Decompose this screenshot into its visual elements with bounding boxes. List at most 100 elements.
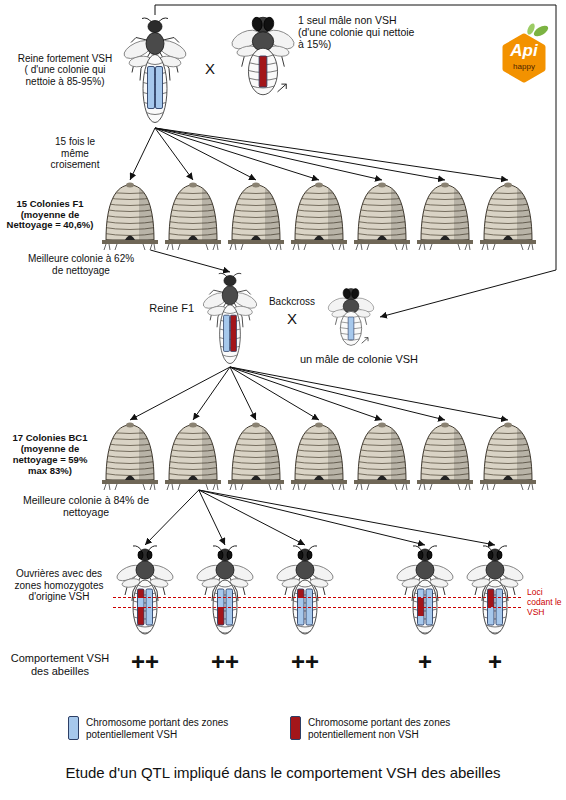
figure bbox=[275, 546, 336, 634]
figure bbox=[326, 288, 376, 345]
abdomen-stripe bbox=[488, 585, 502, 587]
queen-bee: Reine fortement VSH ( d'une colonie qui … bbox=[123, 15, 187, 128]
figure bbox=[479, 420, 537, 490]
hive-knob bbox=[504, 423, 512, 428]
bee-abdomen bbox=[213, 580, 237, 634]
hive-entrance bbox=[314, 236, 324, 241]
chromosome-segment bbox=[226, 589, 233, 625]
hive-shade bbox=[139, 180, 159, 240]
beehive: Meilleure colonie à 84% de nettoyage bbox=[164, 420, 222, 490]
hive-rings bbox=[479, 180, 537, 242]
figure bbox=[121, 18, 188, 123]
free-label: 15 fois le même croisement bbox=[40, 136, 110, 171]
behaviour-score: ++ bbox=[117, 648, 173, 676]
abdomen-stripe bbox=[223, 312, 236, 314]
bee-abdomen bbox=[413, 580, 437, 634]
grass bbox=[104, 244, 155, 250]
hive-ring bbox=[290, 191, 348, 194]
figure bbox=[227, 180, 285, 250]
figure bbox=[164, 180, 222, 250]
hive-entrance bbox=[251, 236, 261, 241]
abdomen-stripe bbox=[220, 631, 231, 633]
beehive bbox=[416, 180, 474, 250]
chromosome bbox=[418, 589, 425, 625]
abdomen-stripe bbox=[143, 83, 167, 85]
hive-ring bbox=[101, 431, 159, 434]
drone-bee: un mâle de colonie VSH bbox=[322, 285, 380, 349]
abdomen-stripe bbox=[133, 609, 157, 611]
hive-shade bbox=[454, 420, 474, 480]
hive-outline bbox=[421, 425, 469, 480]
chromosome-segment bbox=[138, 589, 145, 598]
picture bbox=[479, 420, 537, 490]
hive-ring bbox=[227, 191, 285, 194]
hive-ring bbox=[416, 191, 474, 194]
grass bbox=[419, 244, 470, 250]
chromosome bbox=[488, 589, 495, 625]
logo-leaf bbox=[526, 22, 537, 35]
hive-rings bbox=[227, 180, 285, 242]
hive-rings bbox=[290, 180, 348, 242]
figure-caption: Etude d'un QTL impliqué dans le comporte… bbox=[0, 764, 566, 781]
hive-knob bbox=[378, 423, 386, 428]
bee-eye bbox=[263, 17, 275, 32]
connector-arrow bbox=[130, 367, 230, 420]
beehive bbox=[353, 420, 411, 490]
behaviour-score: + bbox=[397, 648, 453, 676]
bee-eye bbox=[497, 551, 502, 559]
bee-head bbox=[148, 21, 162, 33]
hive-stand bbox=[165, 240, 221, 244]
bee-abdomen bbox=[483, 580, 507, 634]
chromosome-segment bbox=[138, 607, 145, 616]
hive-entrance bbox=[314, 476, 324, 481]
picture bbox=[198, 272, 262, 367]
abdomen-stripe bbox=[413, 609, 437, 611]
hive-ring bbox=[164, 191, 222, 194]
hive-outline bbox=[295, 425, 343, 480]
locus-line bbox=[113, 607, 523, 608]
hive-knob bbox=[252, 183, 260, 188]
chromosome-segment bbox=[218, 616, 225, 625]
hive-ring bbox=[479, 431, 537, 434]
picture bbox=[123, 15, 187, 128]
abdomen-stripe bbox=[293, 609, 317, 611]
chromosome-segment bbox=[298, 616, 305, 625]
bee-antenna bbox=[428, 546, 437, 551]
bee-thorax bbox=[146, 33, 164, 55]
bee-head bbox=[489, 549, 501, 561]
behaviour-score: ++ bbox=[197, 648, 253, 676]
abdomen-stripe bbox=[218, 585, 232, 587]
hive-shade bbox=[517, 420, 537, 480]
bee-eye bbox=[147, 551, 152, 559]
node-caption: 15 Colonies F1 (moyenne de Nettoyage = 4… bbox=[4, 199, 96, 232]
figure bbox=[395, 546, 456, 634]
picture bbox=[117, 545, 173, 640]
chromosome bbox=[226, 589, 233, 625]
picture bbox=[322, 285, 380, 349]
bee-eye bbox=[138, 551, 143, 559]
hive-shade bbox=[454, 180, 474, 240]
hive-entrance bbox=[377, 476, 387, 481]
picture bbox=[353, 420, 411, 490]
grass bbox=[419, 484, 470, 490]
picture bbox=[197, 545, 253, 640]
figure bbox=[416, 180, 474, 250]
connector-arrow bbox=[145, 490, 199, 545]
figure bbox=[416, 420, 474, 490]
hive-rings bbox=[164, 420, 222, 482]
legend-text: Chromosome portant des zones potentielle… bbox=[308, 717, 478, 740]
hive-ring bbox=[479, 437, 537, 440]
beehive: 17 Colonies BC1 (moyenne de nettoyage = … bbox=[101, 420, 159, 490]
hive-stand bbox=[228, 240, 284, 244]
picture bbox=[416, 180, 474, 250]
connector-arrow bbox=[230, 367, 508, 420]
chromosome-segment bbox=[259, 56, 267, 87]
worker-bee: ++ bbox=[277, 545, 333, 640]
hive-stand bbox=[102, 480, 158, 484]
abdomen-stripe bbox=[298, 585, 312, 587]
worker-bee: + bbox=[397, 545, 453, 640]
figure bbox=[115, 546, 176, 634]
figure bbox=[353, 420, 411, 490]
